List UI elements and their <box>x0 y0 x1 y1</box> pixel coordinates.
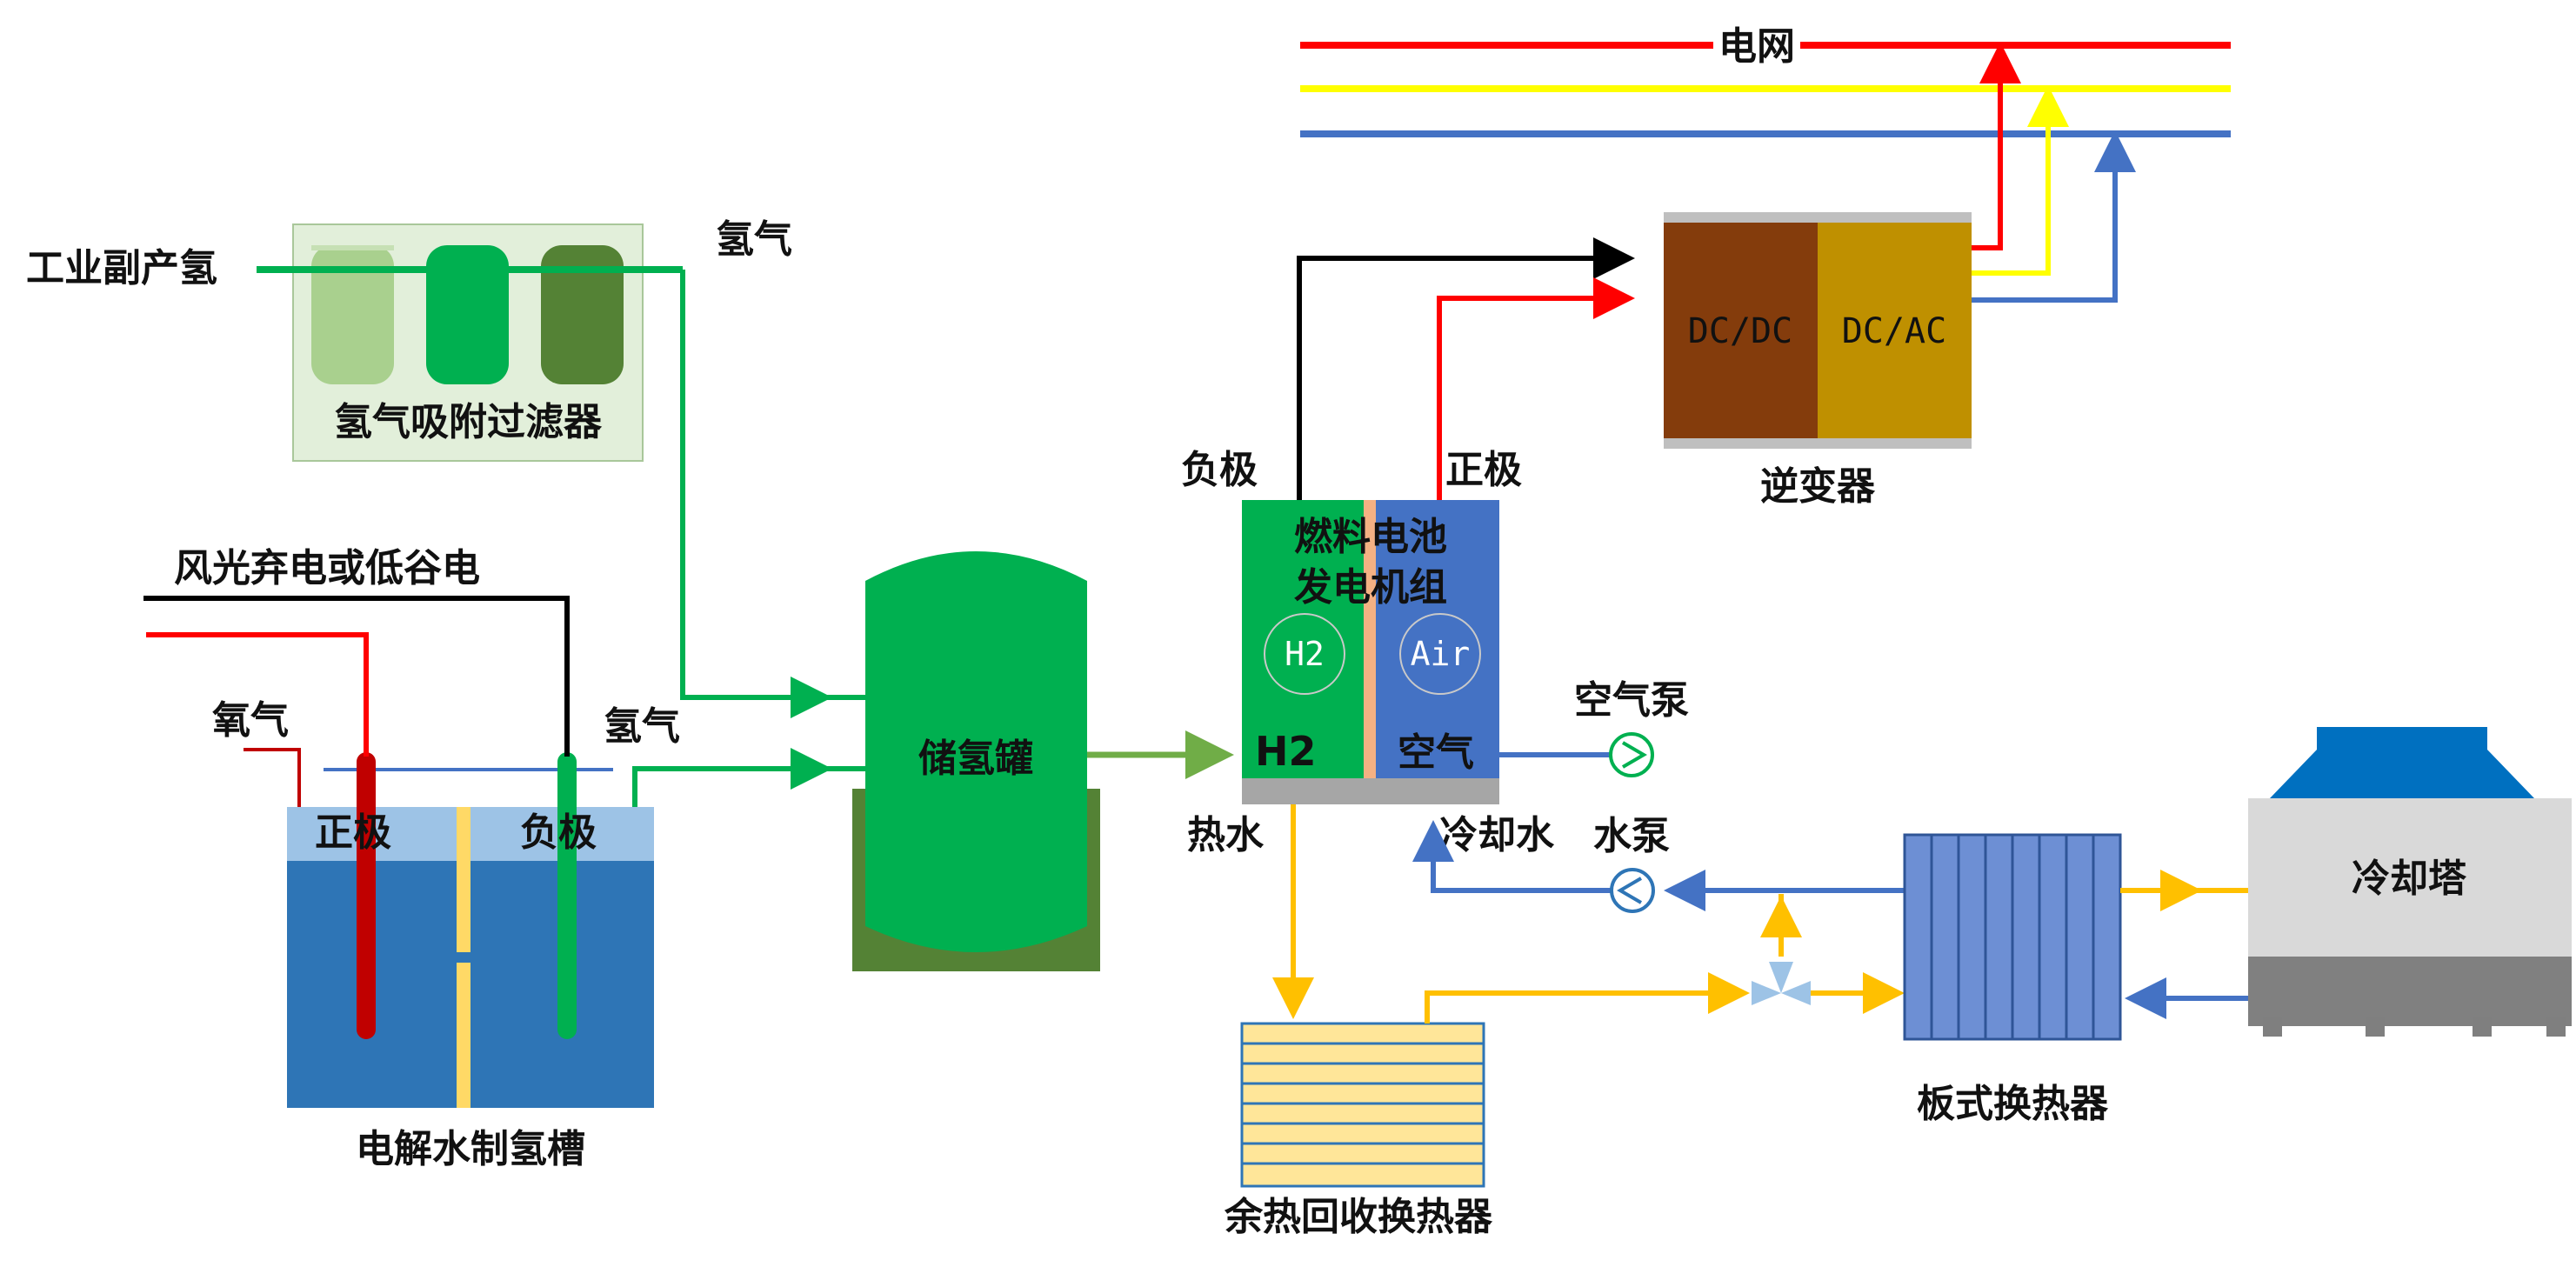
water-pump-label: 水泵 <box>1593 814 1670 858</box>
electrolyzer-label: 电解水制氢槽 <box>356 1127 585 1171</box>
waste-heat-exchanger: 余热回收换热器 <box>1224 1022 1493 1239</box>
filter-to-tank-pipe <box>680 270 832 718</box>
cooling-water-return <box>1412 820 1612 893</box>
renewable-power-black-wire <box>143 596 570 757</box>
waste-heat-exchanger-label: 余热回收换热器 <box>1224 1195 1493 1239</box>
hot-water-label: 热水 <box>1187 813 1265 857</box>
inverter: DC/DC DC/AC 逆变器 <box>1664 212 1972 509</box>
fuel-cell-label-2: 发电机组 <box>1294 565 1447 610</box>
cathode-electrode <box>557 752 577 1039</box>
fc-negative-label: 负极 <box>1181 448 1258 492</box>
plate-heat-exchanger-label: 板式换热器 <box>1917 1082 2109 1126</box>
anode-label: 正极 <box>315 810 391 855</box>
power-grid: 电网 <box>1300 19 2231 137</box>
renewable-power-red-wire <box>146 632 369 757</box>
grid-label: 电网 <box>1718 24 1795 69</box>
air-pump-label: 空气泵 <box>1574 678 1689 723</box>
grid-blue-feed <box>1972 130 2136 303</box>
filter-label: 氢气吸附过滤器 <box>334 400 603 444</box>
fuel-cell-unit: 燃料电池 发电机组 H2 Air H2 空气 <box>1242 500 1499 804</box>
adsorption-filter: 氢气吸附过滤器 <box>292 223 644 462</box>
dcac-label: DC/AC <box>1842 311 1946 351</box>
three-way-valve-icon <box>1752 962 1811 1005</box>
h2-electrolyzer-label: 氢气 <box>604 704 680 749</box>
industrial-h2-label: 工业副产氢 <box>26 246 217 290</box>
plate-heat-exchanger: 板式换热器 <box>1903 833 2122 1126</box>
hydrogen-storage-tank: 储氢罐 <box>852 551 1100 971</box>
grid-red-feed <box>1972 42 2021 250</box>
anode-electrode <box>357 752 376 1039</box>
cooling-tower-label: 冷却塔 <box>2352 857 2467 901</box>
cooling-water-label: 冷却水 <box>1439 813 1555 857</box>
storage-tank-label: 储氢罐 <box>918 737 1033 781</box>
cathode-label: 负极 <box>520 810 597 855</box>
fuel-cell-label-1: 燃料电池 <box>1294 515 1447 559</box>
dcdc-label: DC/DC <box>1688 311 1792 351</box>
renewable-power-label: 风光弃电或低谷电 <box>174 546 480 590</box>
fc-negative-wire <box>1297 237 1635 503</box>
fc-positive-label: 正极 <box>1445 448 1522 492</box>
fc-air-circle-label: Air <box>1411 635 1471 673</box>
grid-yellow-feed <box>1972 85 2069 276</box>
hot-water-to-valve <box>1425 972 1750 1024</box>
air-pump-icon <box>1609 732 1654 777</box>
electrolyzer-h2-pipe <box>632 748 832 807</box>
oxygen-outlet <box>244 748 301 807</box>
electrolyzer: 正极 负极 电解水制氢槽 <box>287 752 654 1171</box>
industrial-hydrogen-source: 工业副产氢 <box>26 246 217 290</box>
inverter-label: 逆变器 <box>1760 464 1876 509</box>
fc-air-label: 空气 <box>1398 730 1474 775</box>
fc-positive-wire <box>1437 277 1635 503</box>
water-pump-icon <box>1610 868 1655 913</box>
dcdc-block <box>1664 223 1818 438</box>
cooling-tower: 冷却塔 <box>2248 727 2572 1037</box>
dcac-block <box>1818 223 1972 438</box>
fc-h2-circle-label: H2 <box>1285 635 1325 673</box>
fc-h2-label: H2 <box>1255 728 1317 775</box>
h2-top-label: 氢气 <box>716 217 792 262</box>
oxygen-label: 氧气 <box>212 698 289 743</box>
